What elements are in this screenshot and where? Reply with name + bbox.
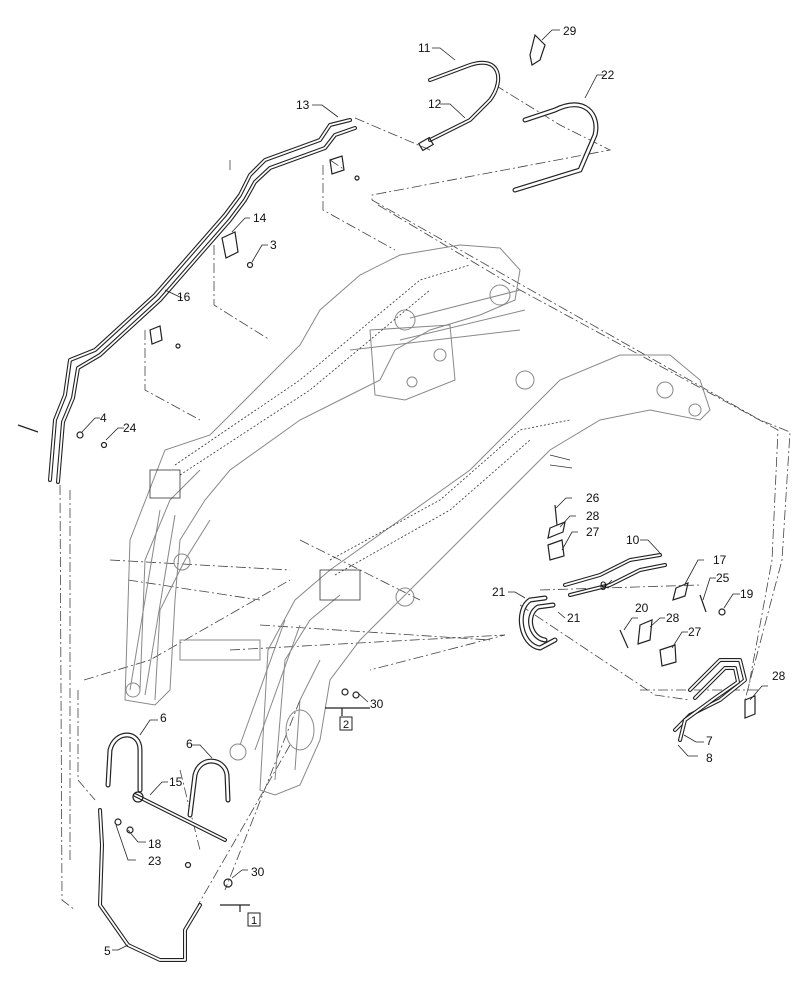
callout-21b: 21	[567, 611, 581, 625]
callout-28a: 28	[586, 509, 600, 523]
callout-28b: 28	[666, 611, 680, 625]
part-6-hoses	[105, 719, 231, 818]
callout-9: 9	[600, 579, 607, 593]
part-18-23-fasteners	[114, 818, 146, 861]
callout-25: 25	[716, 571, 730, 585]
callout-labels: 29 11 22 12 13 14 3 16 4 24 26 28 27 10 …	[100, 24, 786, 958]
callout-6b: 6	[186, 737, 193, 751]
callout-7: 7	[706, 734, 713, 748]
boxed-label-1: 1	[251, 915, 257, 927]
callout-28c: 28	[772, 669, 786, 683]
callout-3: 3	[270, 238, 277, 252]
part-13-tube	[48, 104, 357, 484]
loader-boom-frame	[124, 244, 711, 796]
callout-11: 11	[418, 41, 431, 55]
part-4-24-fasteners	[17, 417, 124, 449]
callout-15: 15	[169, 775, 183, 789]
callout-21a: 21	[492, 585, 506, 599]
boxed-label-2: 2	[343, 719, 349, 731]
part-20-28-27-lower	[619, 617, 688, 667]
callout-24: 24	[123, 421, 137, 435]
part-29-clip	[529, 29, 560, 66]
boxed-reference-1: 1	[247, 912, 261, 927]
callout-20: 20	[635, 601, 649, 615]
boxed-reference-2: 2	[339, 716, 353, 731]
callout-30a: 30	[370, 697, 384, 711]
callout-19: 19	[740, 587, 754, 601]
callout-8: 8	[706, 751, 713, 765]
part-30-fasteners	[184, 688, 370, 912]
callout-14: 14	[253, 211, 267, 225]
part-5-tube	[98, 808, 202, 962]
callout-13: 13	[296, 98, 310, 112]
part-15-tube	[132, 781, 227, 842]
callout-5: 5	[104, 944, 111, 958]
part-11-tube	[428, 47, 501, 142]
callout-16: 16	[177, 290, 191, 304]
part-14-3-clip	[149, 155, 360, 349]
part-17-25-19-fasteners	[672, 559, 740, 616]
part-12-tube	[417, 103, 466, 152]
part-7-8-tube-bundle	[673, 658, 768, 757]
callout-4: 4	[100, 411, 107, 425]
callout-17: 17	[713, 553, 727, 567]
callout-6a: 6	[160, 711, 167, 725]
callout-18: 18	[148, 837, 162, 851]
callout-22: 22	[601, 68, 615, 82]
callout-27a: 27	[586, 525, 600, 539]
part-22-hose-guard	[512, 74, 605, 193]
part-26-28-27-fasteners	[547, 497, 578, 561]
callout-30b: 30	[251, 865, 265, 879]
part-21-hose	[508, 591, 566, 651]
callout-26: 26	[586, 491, 600, 505]
callout-12: 12	[428, 97, 442, 111]
callout-10: 10	[626, 533, 640, 547]
callout-29: 29	[563, 24, 577, 38]
callout-27b: 27	[688, 625, 702, 639]
part-9-10-tube-assembly	[563, 539, 667, 597]
callout-23: 23	[148, 854, 162, 868]
